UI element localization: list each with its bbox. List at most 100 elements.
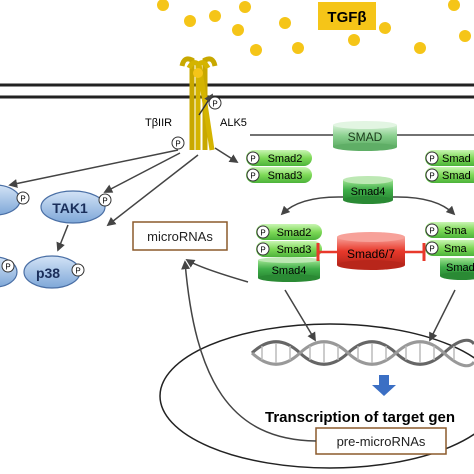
- smad2-node: [246, 150, 312, 166]
- complex-smad2-node: [256, 224, 322, 240]
- smad4-free-label: Smad4: [351, 186, 386, 198]
- ligand-dot: [250, 44, 262, 56]
- phospho-circle: [171, 136, 185, 150]
- complex-smad4-top: [258, 257, 320, 263]
- smad-right-node: [425, 150, 474, 166]
- smad3-label: Smad3: [268, 170, 303, 182]
- smad67-label: Smad6/7: [347, 247, 395, 261]
- complex-smad3-label: Smad3: [277, 244, 312, 256]
- ligand-dot: [292, 42, 304, 54]
- phospho-label: P: [250, 155, 255, 164]
- phospho-circle: [425, 241, 439, 255]
- smad-right-label: Smad: [442, 153, 471, 165]
- ligand-dots: [157, 0, 471, 56]
- ligand-dot: [348, 34, 360, 46]
- ligand-dot: [279, 17, 291, 29]
- smad-complex-left: Smad2 P Smad3 P Smad4: [256, 224, 322, 282]
- smad4-free-body: [343, 180, 393, 200]
- phospho-circle: [208, 96, 222, 110]
- arrow-to-smad23: [214, 147, 239, 163]
- smad-right-upper-stack: Smad P Smad P: [425, 150, 474, 183]
- smad67-top: [337, 232, 405, 242]
- smad4-free-bottom: [343, 196, 393, 204]
- complex-smad2-label: Smad2: [277, 227, 312, 239]
- complex-smad3-node: [256, 241, 322, 257]
- smad4-free-node: Smad4: [343, 176, 393, 204]
- smad-generic-body: [333, 125, 397, 147]
- tak1-node: [40, 190, 106, 224]
- phospho-label: P: [75, 267, 80, 276]
- complex-right-label: Sma: [444, 243, 468, 255]
- phospho-label: P: [102, 197, 107, 206]
- phospho-label: P: [20, 195, 25, 204]
- complex-smad4-bottom: [258, 274, 320, 282]
- arrow-tak1-to-p38: [56, 224, 69, 252]
- ligand-dot: [232, 24, 244, 36]
- phospho-circle: [1, 259, 15, 273]
- complex-right-smad4-label: Smad: [446, 262, 474, 274]
- ligand-dot: [448, 0, 460, 11]
- ligand-dot: [379, 22, 391, 34]
- phospho-circle: [246, 151, 260, 165]
- arrow-left-complex-to-dna: [284, 289, 316, 342]
- smad-generic-node: SMAD: [333, 121, 397, 151]
- arrow-to-kinase: [106, 154, 199, 227]
- complex-smad4-body: [258, 260, 320, 278]
- smad-right-label: Smad: [442, 170, 471, 182]
- tak1-label: TAK1: [52, 200, 88, 216]
- smad-generic-top: [333, 121, 397, 129]
- receptor-arm: [202, 56, 218, 150]
- phospho-circle: [425, 151, 439, 165]
- phospho-circle: [256, 225, 270, 239]
- smad-generic-bottom: [333, 143, 397, 151]
- receptor-complex: P P: [171, 56, 222, 151]
- pre-micrornas-box: [315, 427, 447, 455]
- phospho-label: P: [212, 100, 217, 109]
- phospho-label: P: [260, 229, 265, 238]
- smad67-bottom: [337, 260, 405, 270]
- ligand-dot: [157, 0, 169, 11]
- complex-right-smad4-body: [440, 258, 474, 276]
- receptor-activation-arrow: [198, 93, 213, 116]
- phospho-circle: [425, 168, 439, 182]
- phospho-label: P: [175, 140, 180, 149]
- micrornas-label: microRNAs: [147, 229, 213, 244]
- complex-right-label: Sma: [444, 225, 468, 237]
- p38-label: p38: [36, 265, 60, 281]
- pre-micrornas-label: pre-microRNAs: [337, 434, 426, 449]
- arrow-smad4-to-right-complex: [392, 196, 456, 216]
- smad-complex-right: Sma P Sma P Smad: [425, 222, 474, 280]
- arrow-to-tak1: [103, 152, 181, 193]
- tgfb-label-box: [318, 2, 376, 30]
- arrow-complex-to-micrornas: [185, 259, 249, 283]
- nucleus: [159, 323, 474, 469]
- transcription-arrow: [372, 375, 396, 396]
- micrornas-box: [132, 221, 228, 251]
- phospho-circle: [246, 168, 260, 182]
- transcription-label: Transcription of target gen: [265, 409, 455, 426]
- phospho-circle: [16, 191, 30, 205]
- arrow-pre-to-micrornas: [181, 260, 317, 442]
- phospho-label: P: [250, 172, 255, 181]
- phospho-label: P: [429, 245, 434, 254]
- smad4-free-top: [343, 176, 393, 184]
- dna-strand-b: [250, 340, 474, 368]
- ligand-dot: [209, 10, 221, 22]
- phospho-label: P: [429, 227, 434, 236]
- ligand-dot: [184, 15, 196, 27]
- phospho-label: P: [260, 246, 265, 255]
- phospho-label: P: [5, 263, 10, 272]
- dna-helix: [250, 338, 474, 368]
- smad67-node: Smad6/7: [337, 232, 405, 270]
- smad2-label: Smad2: [268, 153, 303, 165]
- ligand-dot: [414, 42, 426, 54]
- phospho-circle: [425, 223, 439, 237]
- smad3-node: [246, 167, 312, 183]
- complex-right-smad4-bottom: [440, 272, 474, 280]
- receptor-arm: [196, 60, 215, 151]
- complex-right-node: [425, 222, 474, 238]
- tbiir-label: TβIIR: [145, 117, 172, 129]
- ligand-dot: [459, 30, 471, 42]
